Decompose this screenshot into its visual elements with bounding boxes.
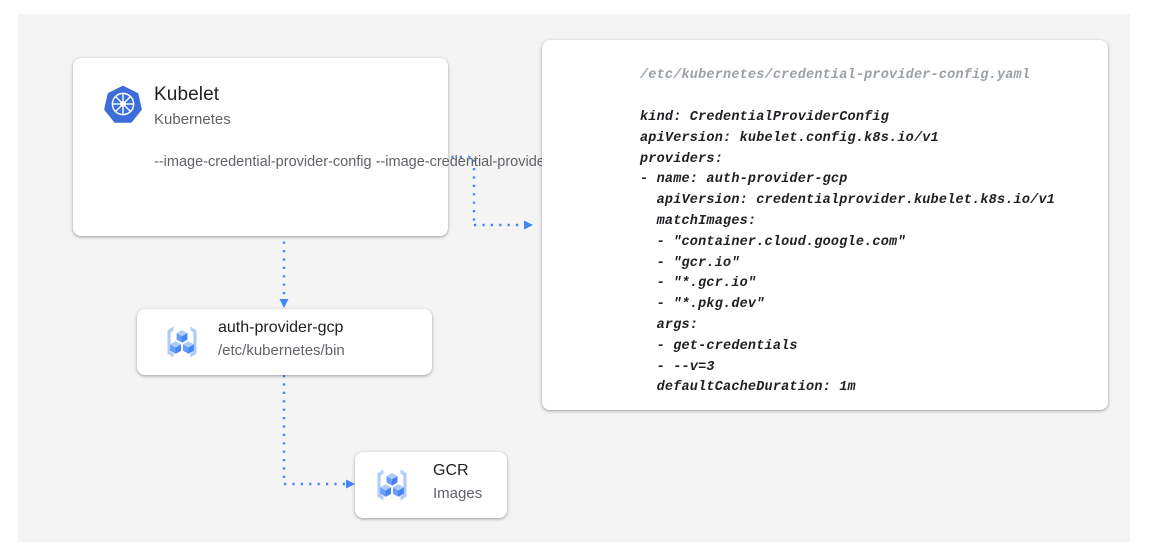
- kubelet-flags-list: --image-credential-provider-config --ima…: [154, 154, 595, 170]
- gcr-card[interactable]: GCR Images: [355, 452, 507, 518]
- gcr-subtitle: Images: [433, 485, 483, 502]
- yaml-file-path: /etc/kubernetes/credential-provider-conf…: [640, 68, 1031, 83]
- kubelet-card[interactable]: Kubelet Kubernetes --image-credential-pr…: [73, 58, 595, 236]
- kubelet-subtitle: Kubernetes: [154, 111, 231, 128]
- auth-provider-gcp-card[interactable]: auth-provider-gcp /etc/kubernetes/bin: [137, 309, 432, 375]
- kubelet-title: Kubelet: [154, 84, 220, 105]
- yaml-file-content: kind: CredentialProviderConfig apiVersio…: [640, 110, 1056, 396]
- gcp-binary-cubes-icon: [371, 464, 413, 506]
- diagram-canvas: Kubelet Kubernetes --image-credential-pr…: [18, 14, 1130, 542]
- auth-provider-title: auth-provider-gcp: [218, 319, 344, 336]
- gcp-binary-cubes-icon: [161, 321, 203, 363]
- kubernetes-logo-icon: [103, 84, 143, 124]
- connector-auth-provider-to-gcr: [282, 375, 355, 489]
- credential-provider-config-card[interactable]: /etc/kubernetes/credential-provider-conf…: [542, 40, 1108, 410]
- auth-provider-subtitle: /etc/kubernetes/bin: [218, 342, 345, 359]
- gcr-title: GCR: [433, 462, 469, 479]
